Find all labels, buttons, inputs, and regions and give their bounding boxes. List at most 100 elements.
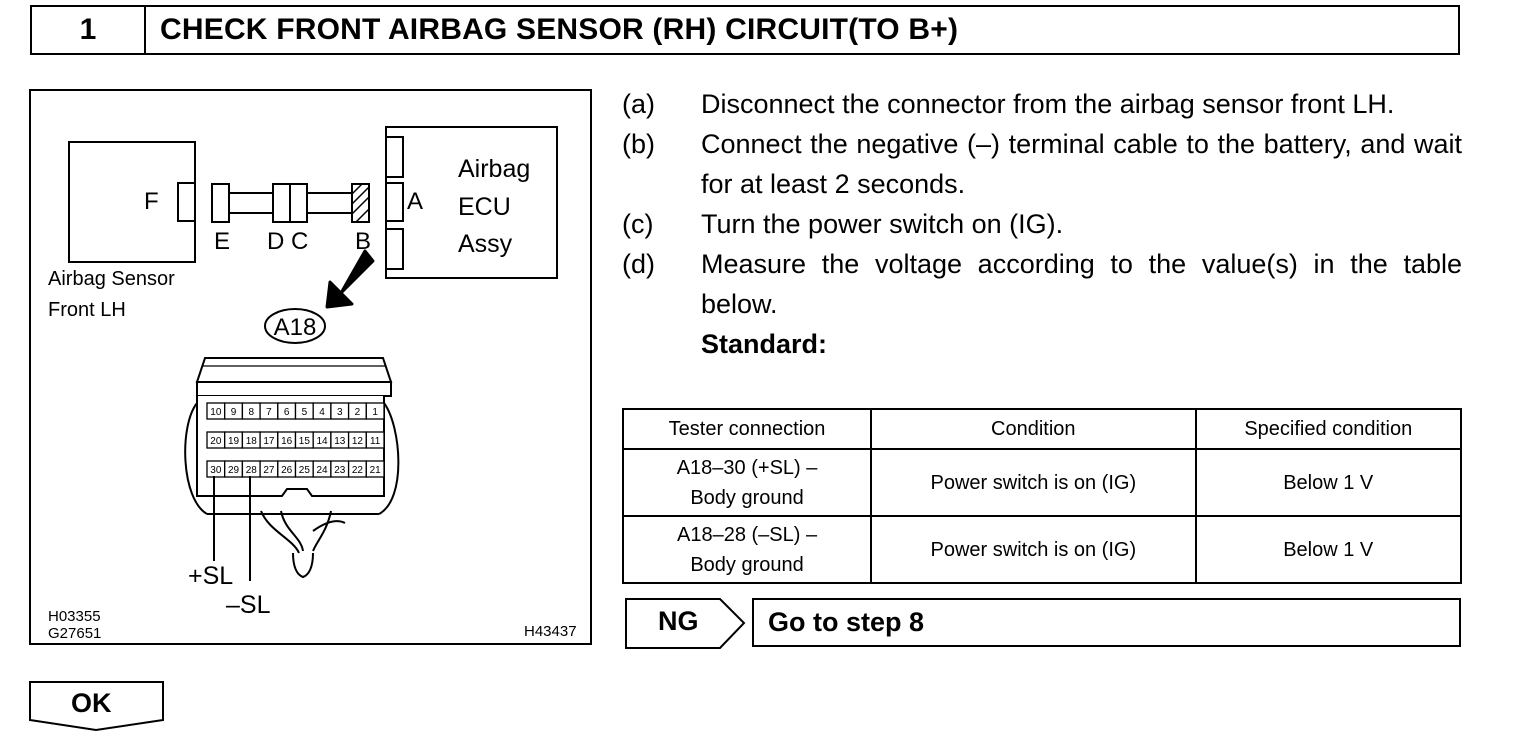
step-text: Disconnect the connector from the airbag… — [701, 89, 1395, 119]
condition-cell: Power switch is on (IG) — [870, 448, 1197, 517]
connector-housing — [195, 357, 393, 383]
step-text: Measure the voltage according to the val… — [701, 249, 1462, 319]
ecu-box — [385, 126, 558, 279]
sensor-box — [68, 141, 196, 263]
pin-cell — [365, 431, 385, 449]
spec-cell: Below 1 V — [1194, 448, 1463, 517]
ecu-label-line2: ECU — [458, 193, 511, 221]
step-header: 1 CHECK FRONT AIRBAG SENSOR (RH) CIRCUIT… — [30, 5, 1460, 55]
ecu-label-line3: Assy — [458, 230, 513, 258]
pin-number: 14 — [316, 436, 328, 447]
pin-number: 10 — [210, 407, 222, 418]
pin-number: 22 — [352, 465, 364, 476]
conn-line2: Body ground — [690, 486, 804, 509]
letter-f: F — [144, 188, 159, 215]
step-text: Turn the power switch on (IG). — [701, 209, 1064, 239]
pin-cell — [365, 460, 385, 478]
table-row: A18–30 (+SL) – Body ground Power switch i… — [621, 448, 1463, 517]
connector-code: A18 — [274, 314, 317, 341]
spec-cell: Below 1 V — [1194, 515, 1463, 584]
letter-b: B — [355, 228, 371, 255]
step-c: (c) Turn the power switch on (IG). — [622, 204, 1462, 244]
figure-code-2: G27651 — [48, 625, 101, 642]
column-header: Tester connection — [621, 408, 873, 450]
conn-line1: A18–28 (–SL) – — [676, 523, 818, 546]
table-header-row: Tester connection Condition Specified co… — [621, 408, 1463, 450]
step-title: CHECK FRONT AIRBAG SENSOR (RH) CIRCUIT(T… — [160, 13, 959, 46]
plus-sl-label: +SL — [188, 562, 233, 590]
figure-code-3: H43437 — [524, 623, 577, 640]
pin-number: 1 — [372, 407, 378, 418]
pin-number: 8 — [248, 407, 254, 418]
condition-cell: Power switch is on (IG) — [870, 515, 1197, 584]
step-label: (a) — [622, 89, 655, 119]
pin-number: 3 — [337, 407, 343, 418]
sensor-connector — [177, 182, 196, 222]
tester-connection-cell: A18–28 (–SL) – Body ground — [621, 515, 873, 584]
pin-number: 6 — [284, 407, 290, 418]
sensor-label-line1: Airbag Sensor — [48, 268, 175, 290]
pin-number: 29 — [228, 465, 240, 476]
ng-tag — [625, 598, 746, 649]
pin-number: 4 — [319, 407, 325, 418]
ok-label: OK — [71, 688, 112, 718]
column-header: Condition — [870, 408, 1197, 450]
pin-number: 7 — [266, 407, 272, 418]
table-row: A18–28 (–SL) – Body ground Power switch i… — [621, 515, 1463, 584]
pin-number: 26 — [281, 465, 293, 476]
figure-code-1: H03355 — [48, 608, 101, 625]
step-label: (c) — [622, 209, 654, 239]
conn-line1: A18–30 (+SL) – — [676, 456, 818, 479]
step-text: Connect the negative (–) terminal cable … — [701, 129, 1462, 199]
ng-label: NG — [658, 606, 699, 636]
step-number: 1 — [32, 7, 146, 53]
pin-number: 24 — [316, 465, 328, 476]
step-label: (b) — [622, 129, 655, 159]
pin-number: 13 — [334, 436, 346, 447]
connector-e — [211, 183, 230, 223]
pin-number: 30 — [210, 465, 222, 476]
connector-d — [272, 183, 291, 223]
pin-number: 9 — [231, 407, 237, 418]
conn-line2: Body ground — [690, 553, 804, 576]
pin-number: 17 — [263, 436, 275, 447]
pin-number: 21 — [370, 465, 382, 476]
pointer-arrow — [325, 249, 375, 309]
ng-action-box: Go to step 8 — [752, 598, 1461, 647]
pin-number: 28 — [246, 465, 258, 476]
pin-number: 27 — [263, 465, 275, 476]
column-header: Specified condition — [1194, 408, 1463, 450]
connector-diagram: F Airbag Sensor Front LH E D C B A Airba… — [29, 89, 592, 645]
letter-e: E — [214, 228, 230, 255]
connector-c — [289, 183, 308, 223]
pin-number: 23 — [334, 465, 346, 476]
ok-tag — [29, 681, 164, 732]
step-d: (d) Measure the voltage according to the… — [622, 244, 1462, 324]
pin-number: 5 — [302, 407, 308, 418]
pin-number: 16 — [281, 436, 293, 447]
ecu-label-line1: Airbag — [458, 155, 530, 183]
ng-action-text: Go to step 8 — [768, 607, 925, 637]
minus-sl-label: –SL — [226, 591, 271, 619]
specification-table: Tester connection Condition Specified co… — [621, 408, 1463, 584]
pin-number: 20 — [210, 436, 222, 447]
connector-code-oval — [264, 308, 326, 344]
pin-number: 15 — [299, 436, 311, 447]
pin-number: 25 — [299, 465, 311, 476]
letter-a: A — [407, 188, 423, 215]
pin-number: 11 — [370, 436, 381, 447]
letter-dc: D C — [267, 228, 308, 255]
pin-number: 12 — [352, 436, 364, 447]
procedure-steps: (a) Disconnect the connector from the ai… — [622, 84, 1462, 364]
step-b: (b) Connect the negative (–) terminal ca… — [622, 124, 1462, 204]
tester-connection-cell: A18–30 (+SL) – Body ground — [621, 448, 873, 517]
pin-cell — [365, 402, 385, 420]
pin-number: 2 — [355, 407, 361, 418]
standard-label: Standard: — [701, 329, 828, 359]
pin-number: 19 — [228, 436, 240, 447]
pin-number: 18 — [246, 436, 258, 447]
sensor-label-line2: Front LH — [48, 299, 126, 321]
step-label: (d) — [622, 249, 655, 279]
step-a: (a) Disconnect the connector from the ai… — [622, 84, 1462, 124]
